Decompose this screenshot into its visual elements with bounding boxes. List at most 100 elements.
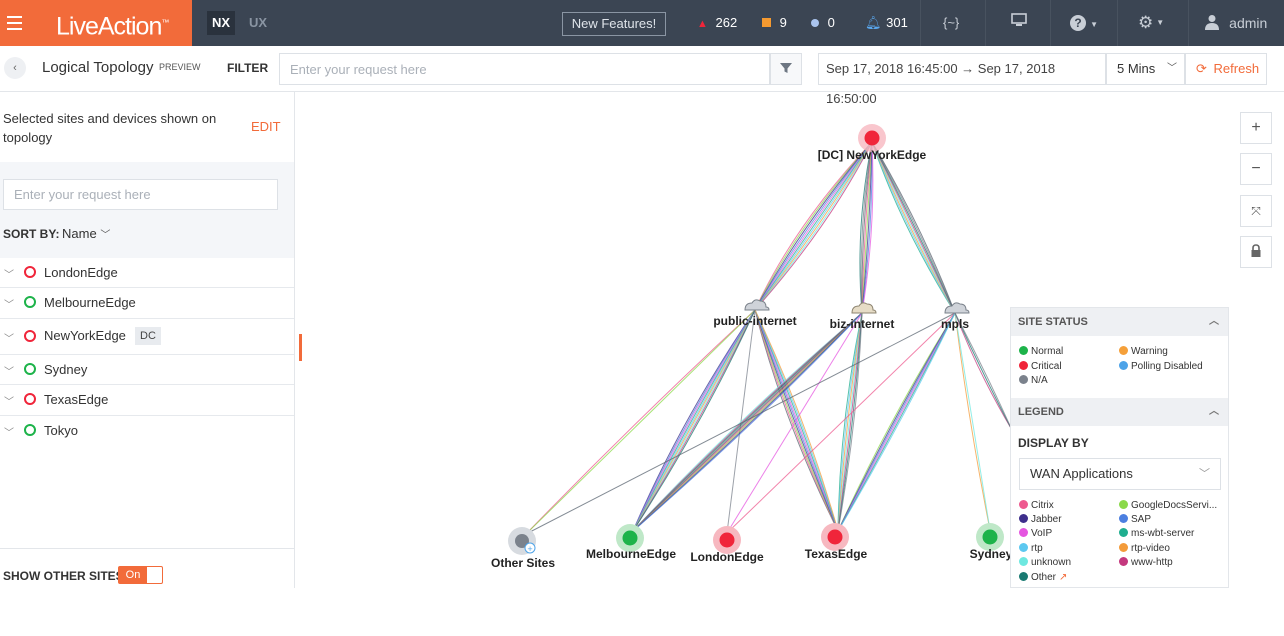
node-londonedge[interactable] bbox=[713, 526, 741, 554]
site-item-londonedge[interactable]: ﹀ LondonEdge bbox=[0, 258, 294, 288]
status-critical: Critical bbox=[1019, 361, 1062, 373]
square-warning-icon bbox=[762, 18, 771, 27]
cloud-public-internet[interactable] bbox=[744, 299, 770, 311]
link-mpls-texas bbox=[837, 312, 956, 532]
critical-count[interactable]: ▲ 262 bbox=[697, 15, 738, 30]
site-item-melbourneedge[interactable]: ﹀ MelbourneEdge bbox=[0, 288, 294, 319]
link-mpls-texas bbox=[837, 312, 956, 532]
cloud-label-public-internet: public-internet bbox=[713, 314, 796, 328]
node-other-sites[interactable]: + bbox=[508, 527, 536, 555]
cloud-mpls[interactable] bbox=[944, 302, 970, 314]
status-warning: Warning bbox=[1119, 346, 1168, 358]
app-unknown: unknown bbox=[1019, 557, 1071, 569]
link-public-internet-melbourne bbox=[632, 309, 756, 532]
refresh-button[interactable]: ⟳ Refresh bbox=[1185, 53, 1267, 85]
legend-header[interactable]: LEGEND ︿ bbox=[1011, 398, 1228, 426]
link-biz-internet-texas bbox=[837, 312, 863, 532]
filter-button[interactable] bbox=[770, 53, 802, 85]
status-normal: Normal bbox=[1019, 346, 1063, 358]
brand-logo: LiveAction™ bbox=[40, 0, 192, 46]
chevron-down-icon[interactable]: ﹀ bbox=[4, 300, 14, 311]
app-other[interactable]: Other↗ bbox=[1019, 572, 1067, 584]
user-menu[interactable]: admin bbox=[1205, 10, 1267, 37]
help-icon[interactable]: ? ▼ bbox=[1070, 10, 1098, 38]
lock-button[interactable] bbox=[1240, 236, 1272, 268]
link-hub-mpls bbox=[871, 141, 956, 314]
site-item-sydney[interactable]: ﹀ Sydney bbox=[0, 355, 294, 385]
dc-badge: DC bbox=[135, 327, 161, 345]
filter-input[interactable] bbox=[279, 53, 770, 85]
panel-resize-handle[interactable] bbox=[299, 334, 302, 361]
date-range-picker[interactable]: Sep 17, 2018 16:45:00 → Sep 17, 2018 16:… bbox=[818, 53, 1106, 106]
circle-icon bbox=[1019, 514, 1028, 523]
topology-map[interactable]: [DC] NewYorkEdge public-internet biz-int… bbox=[295, 92, 1284, 588]
sort-select[interactable]: Name ﹀ bbox=[62, 226, 111, 241]
cloud-label-biz-internet: biz-internet bbox=[830, 317, 895, 331]
node-sydney[interactable] bbox=[976, 523, 1004, 551]
sort-label: SORT BY: bbox=[3, 227, 60, 241]
link-hub-public-internet bbox=[754, 141, 873, 311]
gear-icon[interactable]: ⚙▼ bbox=[1138, 13, 1165, 32]
zoom-in-button[interactable]: + bbox=[1240, 112, 1272, 144]
cloud-biz-internet[interactable] bbox=[851, 302, 877, 314]
link-hub-public-internet bbox=[754, 141, 873, 311]
warning-count[interactable]: 9 bbox=[762, 14, 787, 32]
chevron-down-icon[interactable]: ﹀ bbox=[4, 397, 14, 408]
chevron-down-icon: ﹀ bbox=[1167, 63, 1177, 74]
link-hub-biz-internet bbox=[861, 141, 873, 314]
external-link-icon[interactable]: ↗ bbox=[1059, 572, 1068, 583]
edit-button[interactable]: EDIT bbox=[251, 119, 281, 134]
node-label-texasedge: TexasEdge bbox=[805, 547, 868, 561]
show-other-sites-label: SHOW OTHER SITES bbox=[3, 569, 124, 583]
caret-down-icon: ▼ bbox=[1156, 18, 1165, 27]
link-mpls-sydney bbox=[954, 312, 991, 531]
notifications-count[interactable]: 🔔︎ 301 bbox=[865, 15, 908, 30]
lock-icon bbox=[1251, 244, 1261, 257]
show-other-sites-toggle[interactable]: On bbox=[118, 566, 163, 584]
site-item-tokyo[interactable]: ﹀ Tokyo bbox=[0, 416, 294, 446]
link-public-internet-texas bbox=[754, 309, 839, 532]
info-count[interactable]: 0 bbox=[811, 14, 835, 32]
site-status-header[interactable]: SITE STATUS ︿ bbox=[1011, 308, 1228, 336]
status-polling-disabled: Polling Disabled bbox=[1119, 361, 1203, 373]
node-newyorkedge[interactable] bbox=[858, 124, 886, 152]
menu-icon[interactable] bbox=[0, 0, 40, 46]
site-name: TexasEdge bbox=[44, 392, 109, 407]
interval-select[interactable]: 5 Mins ﹀ bbox=[1106, 53, 1185, 85]
node-texasedge[interactable] bbox=[821, 523, 849, 551]
new-features-button[interactable]: New Features! bbox=[562, 12, 666, 36]
link-biz-internet-texas bbox=[837, 312, 863, 532]
link-hub-public-internet bbox=[754, 141, 873, 311]
link-hub-biz-internet bbox=[861, 141, 873, 314]
link-mpls-london bbox=[726, 312, 956, 534]
link-biz-internet-london bbox=[726, 312, 863, 534]
node-melbourneedge[interactable] bbox=[616, 524, 644, 552]
link-biz-internet-texas bbox=[837, 312, 863, 532]
mode-nx-tab[interactable]: NX bbox=[207, 11, 235, 35]
link-public-internet-melbourne bbox=[632, 309, 756, 532]
back-button[interactable]: ‹ bbox=[4, 57, 26, 79]
link-hub-public-internet bbox=[754, 141, 873, 311]
chevron-down-icon[interactable]: ﹀ bbox=[4, 270, 14, 281]
chevron-down-icon[interactable]: ﹀ bbox=[4, 367, 14, 378]
chevron-down-icon: ﹀ bbox=[1199, 468, 1210, 480]
site-item-texasedge[interactable]: ﹀ TexasEdge bbox=[0, 385, 294, 416]
site-name: Tokyo bbox=[44, 423, 78, 438]
site-item-newyorkedge[interactable]: ﹀ NewYorkEdge DC bbox=[0, 319, 294, 355]
monitor-icon[interactable] bbox=[1011, 10, 1027, 36]
link-mpls-texas bbox=[837, 312, 956, 532]
chevron-down-icon[interactable]: ﹀ bbox=[4, 334, 14, 345]
code-braces-icon[interactable]: {~} bbox=[943, 15, 960, 30]
chevron-down-icon[interactable]: ﹀ bbox=[4, 428, 14, 439]
link-hub-biz-internet bbox=[860, 141, 873, 314]
interval-value: 5 Mins bbox=[1117, 61, 1156, 76]
app-googledocs: GoogleDocsServi... bbox=[1119, 500, 1217, 512]
node-label-other-sites: Other Sites bbox=[491, 556, 555, 570]
link-public-internet-texas bbox=[754, 309, 839, 532]
display-by-select[interactable]: WAN Applications ﹀ bbox=[1019, 458, 1221, 490]
plus-icon: + bbox=[1251, 119, 1261, 136]
mode-ux-tab[interactable]: UX bbox=[249, 15, 268, 30]
zoom-out-button[interactable]: − bbox=[1240, 153, 1272, 185]
site-search-input[interactable] bbox=[3, 179, 278, 210]
fit-view-button[interactable]: ⤧ bbox=[1240, 195, 1272, 227]
